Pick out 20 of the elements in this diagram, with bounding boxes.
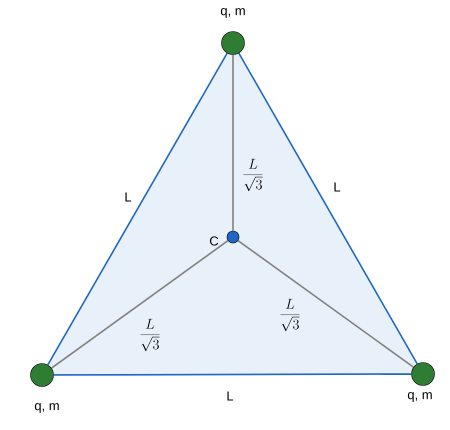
line [51, 240, 228, 369]
particle-dot [226, 230, 240, 244]
line [232, 54, 234, 231]
particle-dot [221, 31, 245, 55]
particle-dot [30, 363, 54, 387]
node-label: q, m [408, 392, 432, 402]
edge-label: L [334, 182, 340, 192]
line [238, 240, 414, 368]
node-label: q, m [34, 403, 59, 413]
node-label: C [210, 236, 218, 246]
edge-label: $\frac{L}{\sqrt{3}}$ [140, 318, 160, 352]
line [47, 52, 228, 366]
line [54, 373, 412, 376]
line [238, 52, 418, 364]
edge-label: L [227, 392, 234, 400]
particle-dot [411, 362, 435, 386]
node-label: q, m [220, 8, 245, 18]
edge-label: L [125, 192, 132, 202]
edge-label: $\frac{L}{\sqrt{3}}$ [243, 158, 263, 192]
edge-label: $\frac{L}{\sqrt{3}}$ [280, 298, 300, 332]
